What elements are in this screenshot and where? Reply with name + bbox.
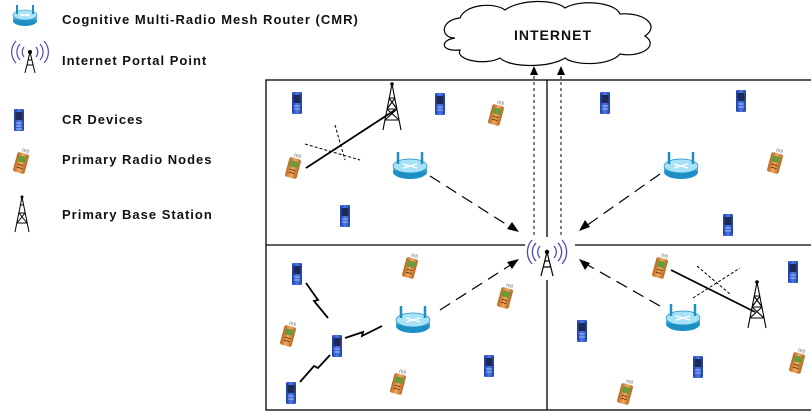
primary-links [304,109,756,313]
portal-uplinks [530,66,565,235]
cr-device-icon [292,263,302,285]
legend-label-cmr: Cognitive Multi-Radio Mesh Router (CMR) [62,12,359,27]
mesh-router-icon [663,152,699,179]
primary-radio-icon: ((r)) [390,368,407,395]
cr-device-icon [788,261,798,283]
base-station-icon [382,82,402,131]
svg-text:((r)): ((r)) [776,147,784,154]
primary-link-bottom-right [670,269,756,313]
cr-device-icon [577,320,587,342]
primary-radio-icon: ((r)) [280,320,297,347]
cr-device-icon [340,205,350,227]
link-router-4 [585,263,661,307]
svg-text:((r)): ((r)) [399,368,407,375]
primary-radio-icon: ((r)) [402,252,419,279]
mesh-router-icon [395,306,431,333]
svg-text:((r)): ((r)) [411,252,419,259]
legend-item-cr: CR Devices [14,109,144,131]
mesh-router-icon [665,304,701,331]
cr-device-icon [14,109,24,131]
svg-text:((r)): ((r)) [22,147,30,154]
cr-device-icon [693,356,703,378]
svg-text:((r)): ((r)) [798,347,806,354]
primary-radio-icon: ((r)) [767,147,784,174]
primary-link-top-left [305,109,396,169]
primary-radio-icon: ((r)) [789,347,806,374]
primary-radio-icon: ((r)) [285,152,302,179]
legend-item-cmr: Cognitive Multi-Radio Mesh Router (CMR) [12,5,359,27]
cr-device-icon [723,214,733,236]
cr-device-icon [292,92,302,114]
legend-label-primary-node: Primary Radio Nodes [62,152,213,167]
primary-radio-nodes: ((r)) ((r)) ((r)) ((r)) ((r)) ((r)) ((r)… [280,99,806,405]
internet-cloud: INTERNET [443,0,652,67]
router-links [429,173,661,311]
cr-device-icon [435,93,445,115]
primary-radio-icon: ((r)) [13,147,30,174]
cr-device-icon [332,335,342,357]
link-router-3 [439,263,513,311]
uplink-right-arrow [557,66,565,75]
portal-antenna-icon [526,239,568,277]
base-station-icon [747,280,767,329]
primary-radio-icon: ((r)) [617,378,634,405]
legend-label-portal: Internet Portal Point [62,53,207,68]
interference-cross-bottom-right [692,265,741,299]
base-station-icon [14,195,30,233]
cr-device-icon [484,355,494,377]
legend-item-primary-node: ((r)) Primary Radio Nodes [13,147,213,174]
link-router-1 [429,175,513,229]
svg-text:((r)): ((r)) [497,99,505,106]
cr-link-2 [299,354,331,383]
legend-item-portal: Internet Portal Point [11,40,207,74]
legend-label-base-station: Primary Base Station [62,207,213,222]
cr-link-3 [344,325,383,339]
cr-devices [286,90,798,404]
cr-device-icon [600,92,610,114]
mesh-router-icon [392,152,428,179]
svg-text:((r)): ((r)) [294,152,302,159]
svg-text:((r)): ((r)) [626,378,634,385]
cr-link-1 [305,282,329,319]
router-link-arrows [507,220,590,270]
primary-radio-icon: ((r)) [497,282,514,309]
legend: Cognitive Multi-Radio Mesh Router (CMR) … [11,5,359,233]
svg-text:((r)): ((r)) [289,320,297,327]
legend-label-cr: CR Devices [62,112,144,127]
uplink-left-arrow [530,66,538,75]
portal-antenna-icon [11,40,49,74]
link-router-2 [585,173,661,227]
svg-text:((r)): ((r)) [506,282,514,289]
legend-item-base-station: Primary Base Station [14,195,213,233]
area-grid [265,79,811,411]
svg-text:((r)): ((r)) [661,252,669,259]
cr-device-icon [286,382,296,404]
primary-radio-icon: ((r)) [488,99,505,126]
cr-radio-links [299,282,383,383]
internet-label: INTERNET [514,27,592,43]
interference-cross-top-left [304,124,361,161]
cr-device-icon [736,90,746,112]
primary-radio-icon: ((r)) [652,252,669,279]
mesh-router-icon [12,5,38,26]
